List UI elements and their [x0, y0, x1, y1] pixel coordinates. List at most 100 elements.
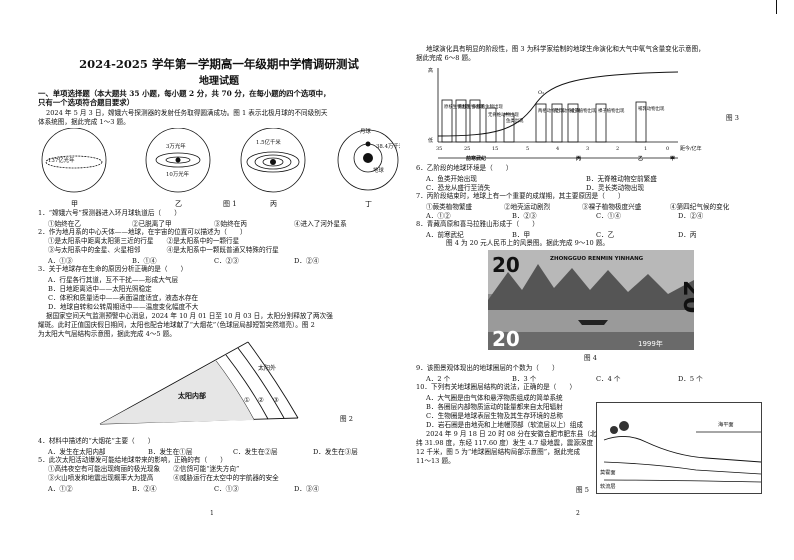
- q7-item-2[interactable]: ②地壳运动剧烈: [504, 203, 551, 211]
- asthenosphere-label: 软流层: [600, 482, 616, 490]
- q1-opt-2[interactable]: ②已脱离了甲: [132, 220, 172, 228]
- figure-5-label: 图 5: [576, 486, 589, 494]
- intro-5-line3: 12 千米，图 5 为“地球圈层结构局部示意图”，据此完成: [416, 448, 581, 456]
- q5-line2: ③火山喷发和地震出现概率大为提高 ④威胁运行在太空中的宇航器的安全: [48, 474, 279, 482]
- label-137ly: 137亿光年: [48, 156, 75, 164]
- q7-stem: 7．丙阶段结束时，地球上有一个重要的成煤期，其主要原因是（ ）: [416, 192, 625, 200]
- q4-opt-a[interactable]: A．发生在太阳内部: [48, 448, 106, 456]
- moho-label: 莫霍面: [600, 468, 616, 476]
- tick-5: 5: [526, 146, 529, 152]
- q7-item-1[interactable]: ①蕨类植物繁盛: [426, 203, 473, 211]
- q5-opt-c[interactable]: C．①③: [214, 485, 239, 493]
- q7-opt-d[interactable]: D．②④: [678, 212, 704, 220]
- q3-opt-b[interactable]: B．日地距离适中——太阳光照稳定: [48, 285, 152, 293]
- moho-line: [603, 461, 762, 475]
- q7-item-4[interactable]: ④第四纪气候的变化: [670, 203, 730, 211]
- era-yi: 乙: [638, 155, 643, 162]
- q3-opt-a[interactable]: A．行星各行其道，互不干扰——形成大气层: [48, 276, 179, 284]
- q7-item-3[interactable]: ③裸子植物极度兴盛: [582, 203, 642, 211]
- section-heading: 一、单项选择题（本大题共 35 小题，每小题 2 分，共 70 分，在每小题的四…: [38, 89, 331, 98]
- q6-opt-d[interactable]: D．灵长类动物出现: [586, 184, 645, 192]
- label-3w-ly: 3万光年: [166, 142, 186, 150]
- tree-2-icon: [619, 421, 629, 431]
- q5-opt-d[interactable]: D．③④: [294, 485, 320, 493]
- q1-opt-3[interactable]: ③始终在丙: [214, 220, 247, 228]
- q9-opt-c[interactable]: C．4 个: [596, 375, 621, 383]
- era-jia: 甲: [670, 155, 675, 162]
- panel-bing-orbit-2: [254, 154, 292, 170]
- event-5: 鱼类出现: [506, 117, 524, 124]
- panel-label-ding: 丁: [365, 200, 372, 208]
- q5-opt-b[interactable]: B．②④: [132, 485, 157, 493]
- tree-1-icon: [610, 426, 618, 434]
- exam-title: 2024-2025 学年第一学期高一年级期中学情调研测试: [79, 57, 359, 71]
- event-4: 无脊椎动物出现: [488, 111, 519, 118]
- figure-4-label: 图 4: [584, 354, 597, 362]
- note-banner: ZHONGGUO RENMIN YINHANG: [550, 256, 644, 262]
- q1-opt-1[interactable]: ①始终在乙: [48, 220, 81, 228]
- q2-opt-c[interactable]: C．②③: [214, 257, 239, 265]
- q4-opt-b[interactable]: B．发生在①层: [148, 448, 193, 456]
- karst-hills: [488, 264, 694, 310]
- panel-bing-circle: [240, 128, 306, 193]
- q2-opt-b[interactable]: B．①④: [132, 257, 157, 265]
- exam-subtitle: 地理试题: [199, 76, 239, 87]
- q10-stem: 10．下列有关地球圈层结构的说法，正确的是（ ）: [416, 383, 577, 391]
- q2-opt-d[interactable]: D．②④: [294, 257, 320, 265]
- panel-jia-ring: [45, 155, 103, 169]
- label-384k-km: 38.4万千米: [376, 142, 400, 150]
- right-page: 地球演化具有明显的阶段性，图 3 为科学家绘制的地球生命演化和大气中氧气含量变化…: [416, 0, 766, 560]
- q3-opt-d[interactable]: D．地球自转和公转周期适中——温度变化幅度不大: [48, 303, 199, 311]
- outer-label: 太阳外: [258, 364, 276, 372]
- q2-line1: ①是太阳系中距离太阳第三近的行星 ②是太阳系中的一颗行星: [48, 237, 240, 245]
- q6-opt-c[interactable]: C．恐龙从盛行至消失: [426, 184, 491, 192]
- intro-3-line2: 据此完成 6～8 题。: [416, 54, 475, 62]
- event-box-4: [485, 107, 497, 143]
- q8-opt-b[interactable]: B．甲: [512, 231, 531, 239]
- q7-opt-c[interactable]: C．①④: [596, 212, 621, 220]
- tick-35: 35: [436, 146, 442, 152]
- q10-opt-c[interactable]: C．生物圈是地球表层生物及其生存环境的总称: [426, 412, 563, 420]
- q8-opt-a[interactable]: A．前寒武纪: [426, 231, 464, 239]
- q7-opt-a[interactable]: A．①②: [426, 212, 451, 220]
- q5-opt-a[interactable]: A．①②: [48, 485, 73, 493]
- q1-opt-4[interactable]: ④进入了河外星系: [294, 220, 347, 228]
- q8-opt-c[interactable]: C．乙: [596, 231, 615, 239]
- q10-opt-d[interactable]: D．岩石圈是由地壳和上地幔顶部（软流层以上）组成: [426, 421, 583, 429]
- x-unit: 距今/亿年: [680, 145, 702, 152]
- q4-opt-d[interactable]: D．发生在③层: [313, 448, 358, 456]
- panel-yi-galaxy: [155, 152, 201, 168]
- q9-stem: 9．该图景观体现出的地球圈层的个数为（ ）: [416, 364, 559, 372]
- event-box-9: [595, 103, 607, 143]
- q8-opt-d[interactable]: D．丙: [678, 231, 697, 239]
- q7-opt-b[interactable]: B．②③: [512, 212, 537, 220]
- panel-yi-core: [165, 156, 191, 164]
- tick-4: 4: [556, 146, 559, 152]
- q4-opt-c[interactable]: C．发生在②层: [233, 448, 278, 456]
- q10-opt-b[interactable]: B．各圈层内部物质运动的能量都来自太阳辐射: [426, 403, 563, 411]
- tick-25: 25: [464, 146, 470, 152]
- note-value-side: 20: [678, 280, 694, 313]
- q10-opt-a[interactable]: A．大气圈是由气体和悬浮物质组成的简单系统: [426, 394, 563, 402]
- event-box-5: [503, 113, 515, 143]
- q2-opt-a[interactable]: A．①③: [48, 257, 73, 265]
- intro-2-line3: 为太阳大气层结构示意图，据此完成 4～5 题。: [38, 330, 176, 338]
- left-page: 2024-2025 学年第一学期高一年级期中学情调研测试 地理试题 一、单项选择…: [38, 0, 400, 560]
- intro-1-line2: 体系统图，据此完成 1～3 题。: [38, 118, 130, 126]
- q9-opt-b[interactable]: B．3 个: [512, 375, 537, 383]
- q3-opt-c[interactable]: C．体积和质量适中——表面温度适宜，液态水存在: [48, 294, 199, 302]
- q6-opt-a[interactable]: A．鱼类开始出现: [426, 175, 477, 183]
- panel-label-bing: 丙: [270, 200, 277, 208]
- q6-opt-b[interactable]: B．无脊椎动物空前繁盛: [586, 175, 657, 183]
- panel-label-yi: 乙: [175, 200, 182, 208]
- event-box-1: [441, 99, 453, 143]
- surface-line: [603, 436, 762, 463]
- tick-3: 3: [586, 146, 589, 152]
- q9-opt-a[interactable]: A．2 个: [426, 375, 451, 383]
- event-box-7: [551, 103, 563, 143]
- layer-3-label: ③: [273, 396, 279, 404]
- label-15e8-km: 1.5亿千米: [256, 138, 281, 146]
- figure-3-label: 图 3: [726, 114, 739, 122]
- event-box-6: [535, 103, 547, 143]
- q9-opt-d[interactable]: D．5 个: [678, 375, 703, 383]
